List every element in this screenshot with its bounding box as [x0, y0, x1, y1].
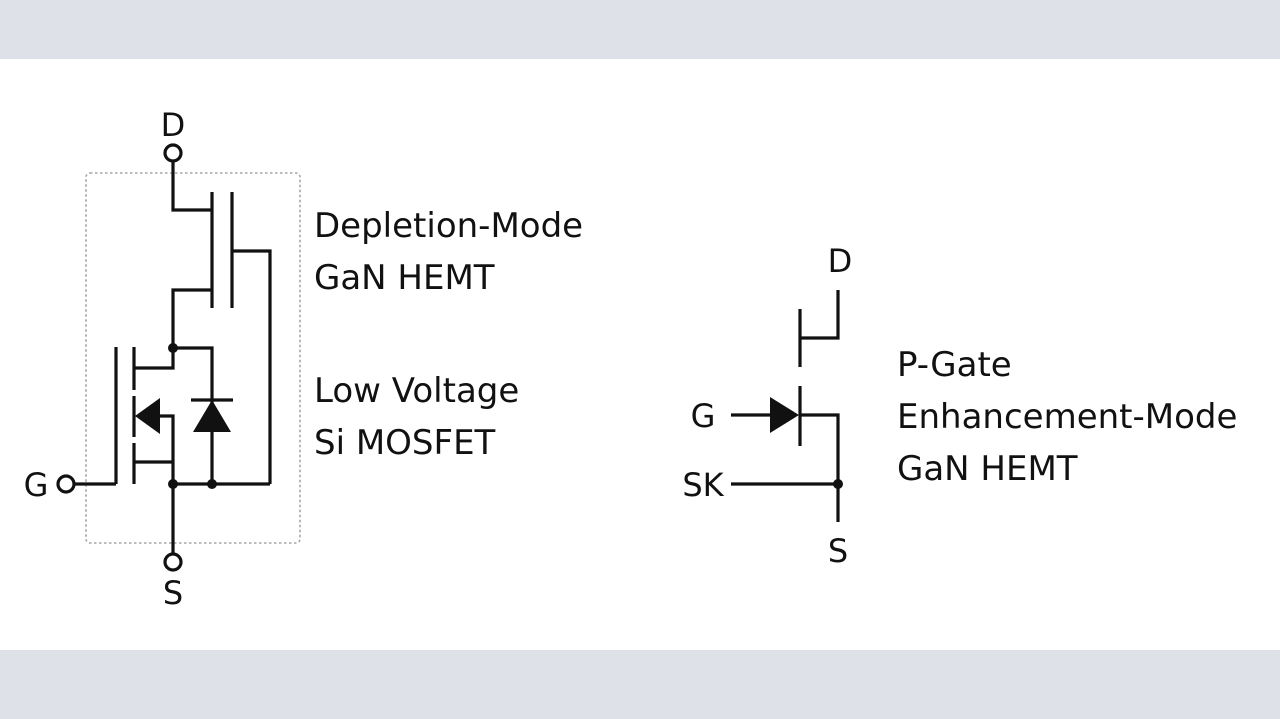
left-gate-label: G	[24, 466, 49, 504]
hemt-label-line1: Depletion-Mode	[314, 206, 583, 246]
left-source-label: S	[163, 574, 183, 612]
diode-icon	[193, 400, 231, 432]
left-drain-label: D	[161, 106, 186, 144]
right-drain-label: D	[828, 242, 853, 280]
mosfet-label-line2: Si MOSFET	[314, 423, 496, 463]
pgate-label-line2: Enhancement-Mode	[897, 397, 1237, 437]
right-kelvin-label: SK	[682, 466, 724, 504]
drain-terminal-icon	[163, 143, 183, 163]
drain-wire-right	[800, 290, 840, 340]
cascode-circuit	[56, 143, 301, 572]
right-source-label: S	[828, 532, 848, 570]
gate-terminal-icon	[56, 474, 76, 494]
diode-node-dot	[207, 479, 217, 489]
pgate-label-line1: P-Gate	[897, 345, 1012, 385]
package-boundary	[85, 172, 301, 544]
drain-wire	[171, 161, 212, 212]
pgate-label-line3: GaN HEMT	[897, 449, 1078, 489]
kelvin-node-dot	[833, 479, 843, 489]
source-terminal-icon	[163, 552, 183, 572]
mosfet-label-line1: Low Voltage	[314, 371, 519, 411]
source-wire-right	[800, 413, 840, 522]
mosfet-body-arrow-icon	[135, 398, 160, 434]
gate-diode-icon	[770, 397, 799, 433]
mosfet-body-wire	[160, 414, 175, 484]
mid-node-wire	[173, 346, 214, 484]
pgate-hemt-circuit	[731, 290, 843, 522]
hemt-gate-wire	[232, 249, 272, 484]
hemt-label-line2: GaN HEMT	[314, 258, 495, 298]
mosfet-drain-wire	[134, 348, 175, 370]
right-gate-label: G	[691, 397, 716, 435]
hemt-source-wire	[171, 288, 212, 348]
